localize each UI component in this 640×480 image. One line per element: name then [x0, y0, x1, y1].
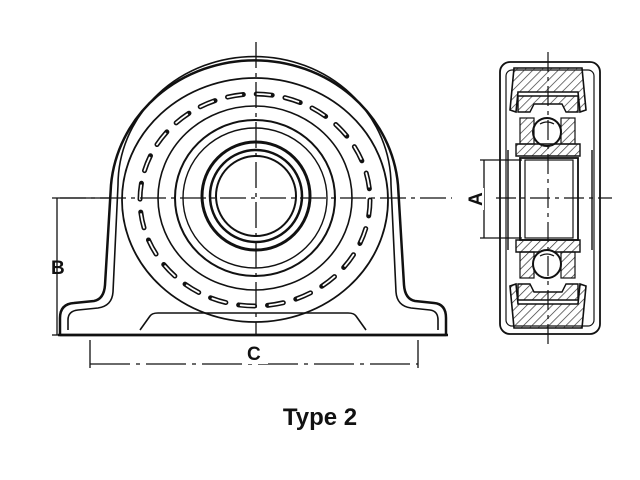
base-foot [139, 312, 367, 331]
housing-outline [58, 59, 448, 337]
dimension-b-label: B [51, 258, 65, 279]
housing-inner-line [67, 55, 439, 330]
dimension-b [52, 197, 110, 336]
figure-caption: Type 2 [282, 404, 358, 431]
dimension-a-label: A [466, 192, 487, 206]
side-view [496, 52, 612, 345]
front-view [58, 42, 452, 337]
bottom-ball [532, 249, 562, 279]
dimension-c-label: C [247, 344, 261, 365]
side-bore [519, 157, 579, 241]
dimension-c [89, 340, 419, 368]
rubber-ring-outer [121, 77, 389, 323]
